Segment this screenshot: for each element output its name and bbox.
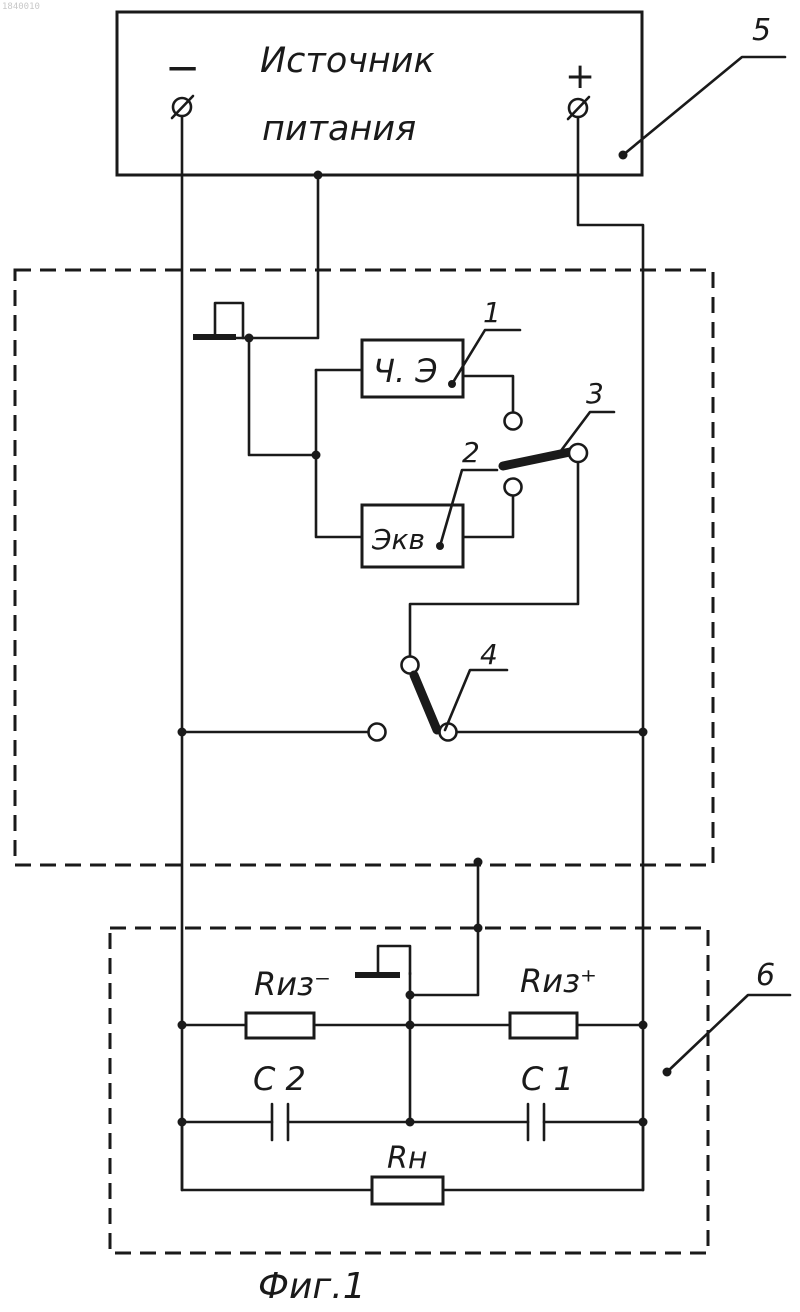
r-iso-minus-resistor [246, 1013, 314, 1038]
switch-3-blade [503, 452, 570, 466]
r-iso-plus-label: Rиз⁺ [520, 962, 597, 1000]
r-load-label: Rн [387, 1141, 427, 1176]
callout-5: 5 [752, 13, 771, 48]
c2-label: C 2 [253, 1060, 306, 1098]
corner-id: 1840010 [2, 2, 40, 12]
power-source-box [117, 12, 642, 175]
equivalent-label: Экв [371, 523, 425, 556]
power-source: Источник питания − + [117, 12, 642, 175]
callout-4: 4 [480, 638, 498, 671]
switch-4-contact-left [369, 724, 386, 741]
r-iso-minus-label: Rиз⁻ [254, 965, 331, 1003]
minus-terminal-label: − [165, 43, 200, 92]
switch-3-contact-lower [505, 479, 522, 496]
chem-element-label: Ч. Э [373, 352, 438, 390]
callout-6: 6 [756, 958, 775, 993]
r-iso-plus-resistor [510, 1013, 577, 1038]
callout-leaders [440, 57, 790, 1072]
switch-4-blade [414, 675, 437, 730]
callout-1: 1 [483, 296, 501, 329]
switch-3-pivot [569, 444, 587, 462]
junction-dots [178, 171, 672, 1127]
power-source-title-line1: Источник [260, 41, 435, 81]
r-load-resistor [372, 1177, 443, 1204]
c1-label: C 1 [521, 1060, 574, 1098]
callout-2: 2 [462, 436, 480, 469]
c2-capacitor [272, 1104, 288, 1140]
switch-3-contact-upper [505, 413, 522, 430]
power-source-title-line2: питания [262, 109, 416, 149]
figure-caption: Фиг.1 [258, 1266, 366, 1307]
callout-3: 3 [586, 377, 604, 410]
c1-capacitor [528, 1104, 544, 1140]
plus-terminal-label: + [565, 56, 595, 97]
